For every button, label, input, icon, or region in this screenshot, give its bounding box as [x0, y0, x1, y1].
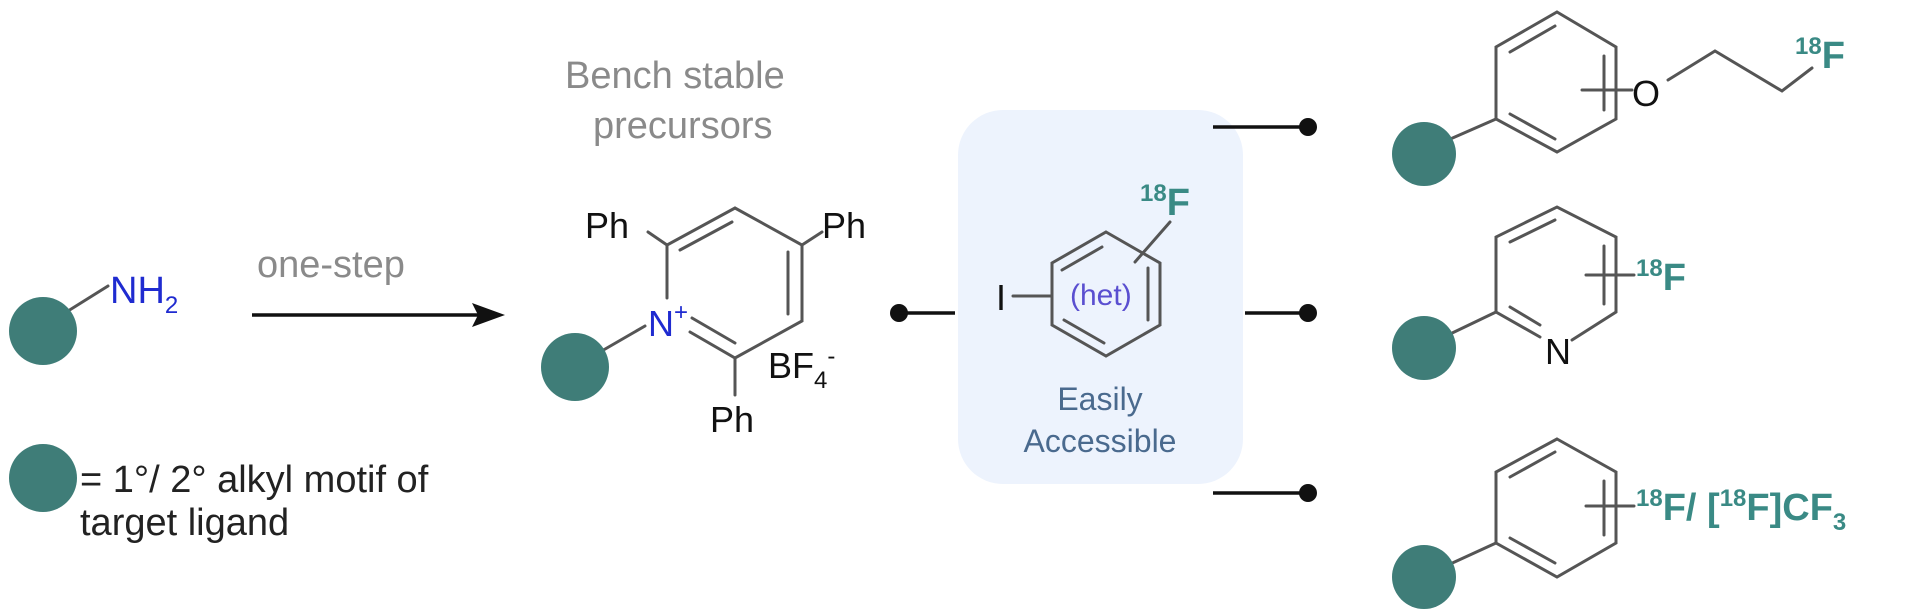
bond [1446, 117, 1498, 142]
oxygen-label: O [1632, 73, 1660, 114]
pyridinium-nitrogen: N+ [648, 299, 688, 344]
product-fluoroarene: 18F/ [18F]CF3 [1392, 437, 1846, 609]
bond [800, 230, 824, 247]
branch-dot [1299, 304, 1317, 322]
ph-bottom: Ph [710, 399, 754, 440]
arrow-label: one-step [257, 244, 405, 286]
bond [1133, 220, 1172, 264]
precursor-heading-line1: Bench stable [565, 55, 785, 97]
amine-reagent: NH2 [9, 270, 178, 365]
double-bond [678, 220, 734, 252]
legend-line1: = 1°/ 2° alkyl motif of [80, 459, 429, 501]
precursor-heading-line2: precursors [593, 105, 773, 147]
alkyl-motif-circle [1392, 316, 1456, 380]
bond [598, 324, 647, 354]
alkyl-motif-circle [1392, 545, 1456, 609]
double-bond [1508, 305, 1542, 327]
double-bond [1508, 112, 1557, 141]
fluorine-18-label: 18F [1140, 180, 1190, 224]
arene-ring [1050, 230, 1162, 358]
iodo-label: I [996, 277, 1006, 318]
benzene-ring [1494, 437, 1618, 579]
alkyl-motif-circle [9, 297, 77, 365]
ph-top-right: Ph [822, 205, 866, 246]
double-bond [1060, 245, 1104, 272]
product-fluoropyridine: N 18F [1392, 205, 1686, 380]
nitrogen-label: N [1545, 331, 1571, 372]
pyridinium-ring [665, 206, 804, 360]
double-bond [1062, 318, 1106, 345]
caption-line2: Accessible [1024, 423, 1177, 459]
double-bond [1508, 450, 1557, 479]
legend: = 1°/ 2° alkyl motif of target ligand [9, 444, 429, 544]
double-bond [690, 316, 737, 345]
fluorine-18-trifluoromethyl-label: 18F/ [18F]CF3 [1636, 485, 1846, 536]
branch-connectors [1213, 118, 1317, 502]
bond [1446, 310, 1498, 337]
branch-dot [1299, 484, 1317, 502]
product-fluoroethoxy-arene: O 18F [1392, 10, 1845, 186]
alkyl-motif-circle [9, 444, 77, 512]
aryl-iodide-box: I (het) 18F Easily Accessible [958, 110, 1243, 484]
benzene-ring [1494, 10, 1618, 154]
ethyl-chain [1666, 49, 1814, 93]
reaction-arrow-head [472, 303, 505, 327]
alkyl-motif-circle [1392, 122, 1456, 186]
branch-dot [1299, 118, 1317, 136]
highlight-box [958, 110, 1243, 484]
legend-line2: target ligand [80, 502, 289, 544]
ph-top-left: Ph [585, 205, 629, 246]
caption-line1: Easily [1057, 381, 1142, 417]
counterion: BF4- [768, 343, 835, 394]
double-bond [1508, 218, 1557, 244]
double-bond [1508, 536, 1557, 565]
double-bond [1508, 24, 1557, 54]
fluorine-18-label: 18F [1636, 255, 1686, 299]
bond [646, 230, 669, 247]
alkyl-motif-circle [541, 333, 609, 401]
bond [1446, 541, 1498, 567]
het-label: (het) [1070, 279, 1132, 312]
fluorine-18-label: 18F [1795, 33, 1845, 77]
amine-label: NH2 [110, 270, 178, 319]
pyridinium-precursor: Bench stable precursors Ph Ph Ph N+ BF4- [541, 55, 866, 440]
